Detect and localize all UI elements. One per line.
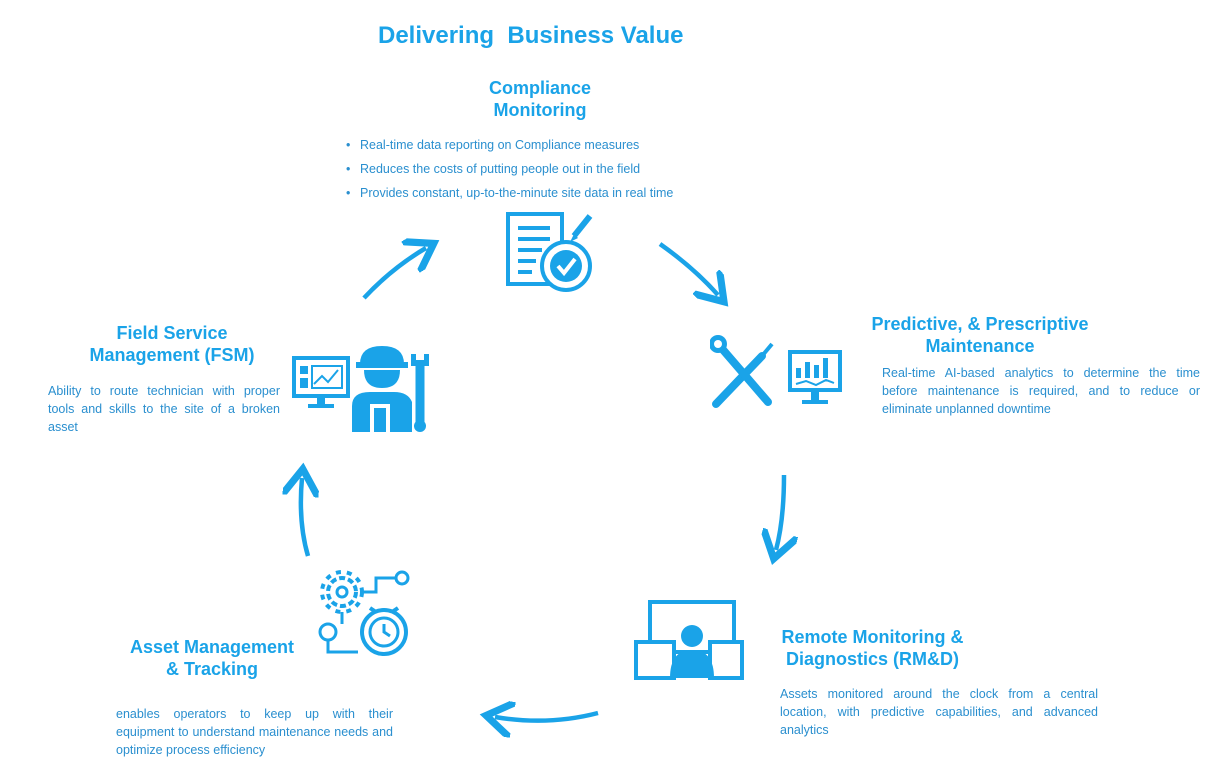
remote-description: Assets monitored around the clock from a… — [780, 687, 1098, 737]
operator-monitors-icon — [634, 600, 744, 680]
fsm-heading: Field Service Management (FSM) — [72, 322, 272, 366]
asset-heading-line2: & Tracking — [165, 659, 259, 679]
arrow-remote-to-asset — [495, 713, 599, 721]
predictive-description: Real-time AI-based analytics to determin… — [882, 366, 1200, 416]
asset-heading: Asset Management & Tracking — [112, 636, 312, 680]
list-item: Provides constant, up-to-the-minute site… — [346, 184, 786, 202]
asset-heading-line1: Asset Management — [129, 637, 295, 657]
remote-heading: Remote Monitoring & Diagnostics (RM&D) — [760, 626, 985, 670]
fsm-heading-line2: Management (FSM) — [89, 345, 255, 365]
arrow-compliance-to-predictive — [658, 242, 718, 295]
page-title: Delivering Business Value — [378, 22, 684, 49]
tools-analytics-icon — [710, 335, 842, 408]
predictive-heading-line2: Maintenance — [925, 336, 1035, 356]
compliance-heading-line2: Monitoring — [493, 100, 587, 120]
predictive-heading-line1: Predictive, & Prescriptive — [871, 314, 1089, 334]
predictive-heading: Predictive, & Prescriptive Maintenance — [850, 313, 1110, 357]
remote-heading-line2: Diagnostics (RM&D) — [785, 649, 959, 669]
fsm-description: Ability to route technician with proper … — [48, 384, 280, 434]
arrow-asset-to-fsm — [301, 478, 308, 557]
compliance-bullets: Real-time data reporting on Compliance m… — [346, 136, 786, 208]
arrow-predictive-to-remote — [776, 474, 784, 550]
document-check-icon — [506, 212, 593, 292]
fsm-heading-line1: Field Service — [116, 323, 228, 343]
arrow-fsm-to-compliance — [362, 248, 426, 300]
technician-icon — [292, 346, 429, 432]
asset-description: enables operators to keep up with their … — [116, 707, 393, 757]
remote-heading-line1: Remote Monitoring & — [781, 627, 964, 647]
compliance-heading: Compliance Monitoring — [440, 77, 640, 121]
gear-clock-icon — [318, 570, 410, 656]
list-item: Reduces the costs of putting people out … — [346, 160, 786, 178]
list-item: Real-time data reporting on Compliance m… — [346, 136, 786, 154]
compliance-heading-line1: Compliance — [488, 78, 592, 98]
